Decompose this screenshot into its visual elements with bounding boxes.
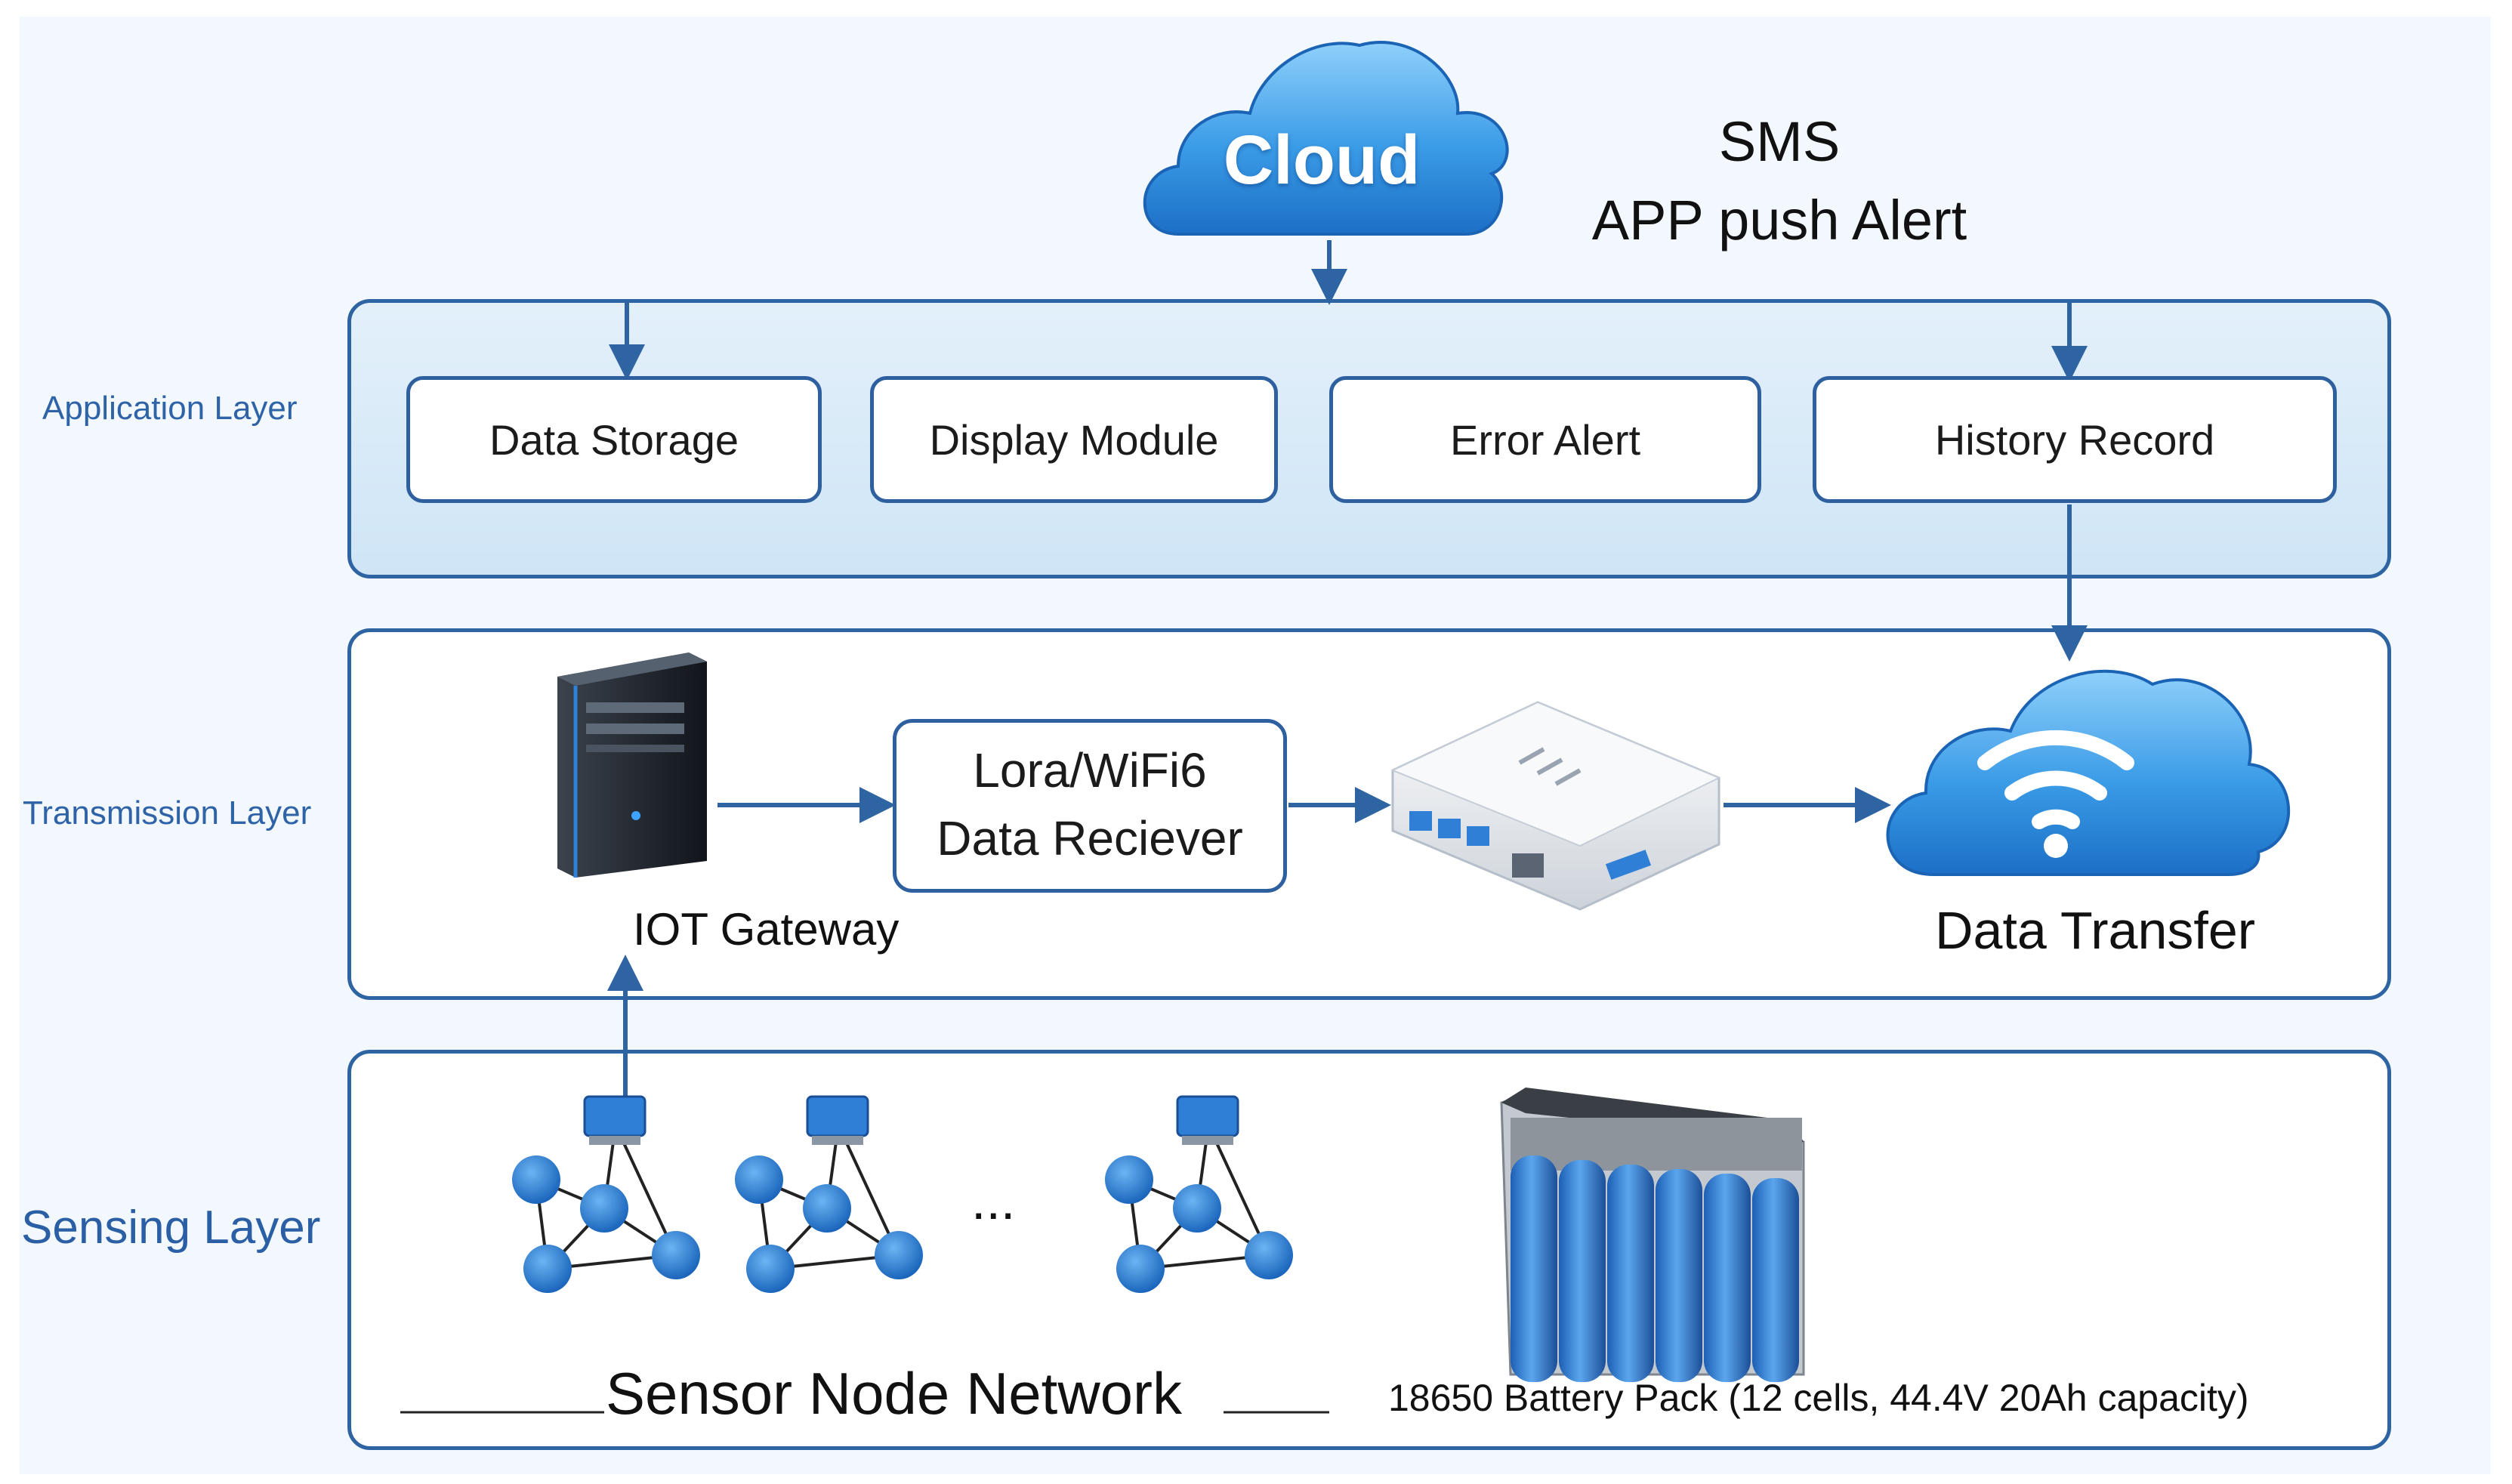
sensor-cluster-icon <box>512 1095 1293 1293</box>
network-switch-icon <box>1390 701 1721 911</box>
application-layer-label: Application Layer <box>42 390 298 427</box>
iot-gateway-caption: IOT Gateway <box>633 904 900 955</box>
data-storage-module: Data Storage <box>406 376 822 503</box>
transmission-layer-label: Transmission Layer <box>23 794 312 831</box>
display-module: Display Module <box>870 376 1278 503</box>
history-record-module: History Record <box>1813 376 2337 503</box>
receiver-title: Data Reciever <box>937 811 1243 865</box>
sensing-layer-label: Sensing Layer <box>21 1202 321 1254</box>
cloud-label: Cloud <box>1223 122 1421 199</box>
receiver-protocol: Lora/WiFi6 <box>973 743 1207 798</box>
data-receiver-box: Lora/WiFi6 Data Reciever <box>893 719 1287 893</box>
sensor-network-caption: Sensor Node Network <box>606 1360 1183 1427</box>
cloud-icon <box>1143 41 1509 236</box>
error-alert-module: Error Alert <box>1329 376 1761 503</box>
data-transfer-caption: Data Transfer <box>1935 901 2256 960</box>
alert-app-push: APP push Alert <box>1591 189 1967 251</box>
battery-pack-icon <box>1500 1088 1805 1382</box>
server-tower-icon <box>557 653 707 878</box>
wifi-cloud-icon <box>1886 669 2291 876</box>
battery-pack-caption: 18650 Battery Pack (12 cells, 44.4V 20Ah… <box>1388 1377 2249 1419</box>
flow-arrows <box>607 240 2088 1097</box>
alert-channels: SMS APP push Alert <box>1568 103 1991 260</box>
alert-sms: SMS <box>1718 110 1841 173</box>
cluster-ellipsis: ... <box>971 1171 1016 1230</box>
